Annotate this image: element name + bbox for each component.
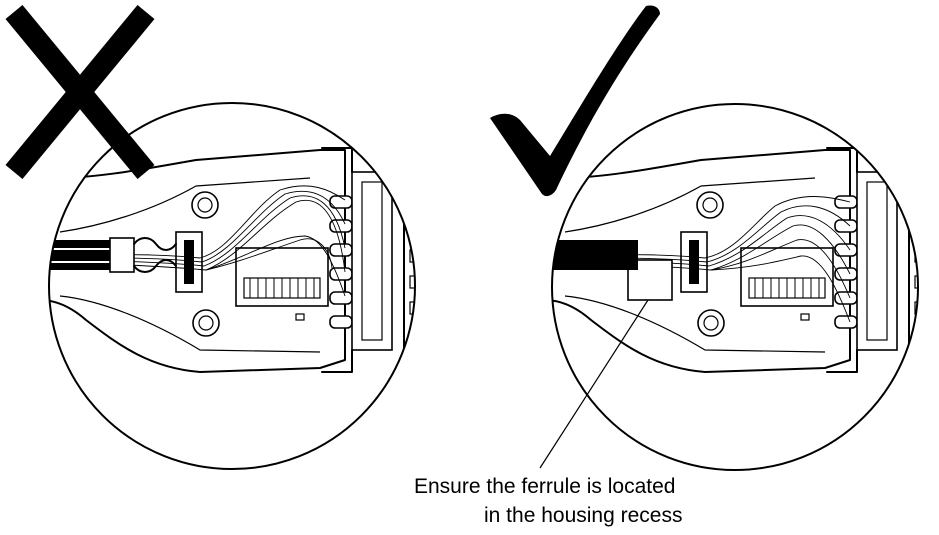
callout-leader-line <box>539 299 649 469</box>
check-mark-icon <box>490 5 660 197</box>
callout-text-line-2: in the housing recess <box>484 504 683 527</box>
incorrect-assembly-panel <box>5 4 416 470</box>
callout-text-line-1: Ensure the ferrule is located <box>414 475 676 498</box>
correct-assembly-panel <box>490 5 919 471</box>
cross-mark-icon <box>5 4 155 180</box>
